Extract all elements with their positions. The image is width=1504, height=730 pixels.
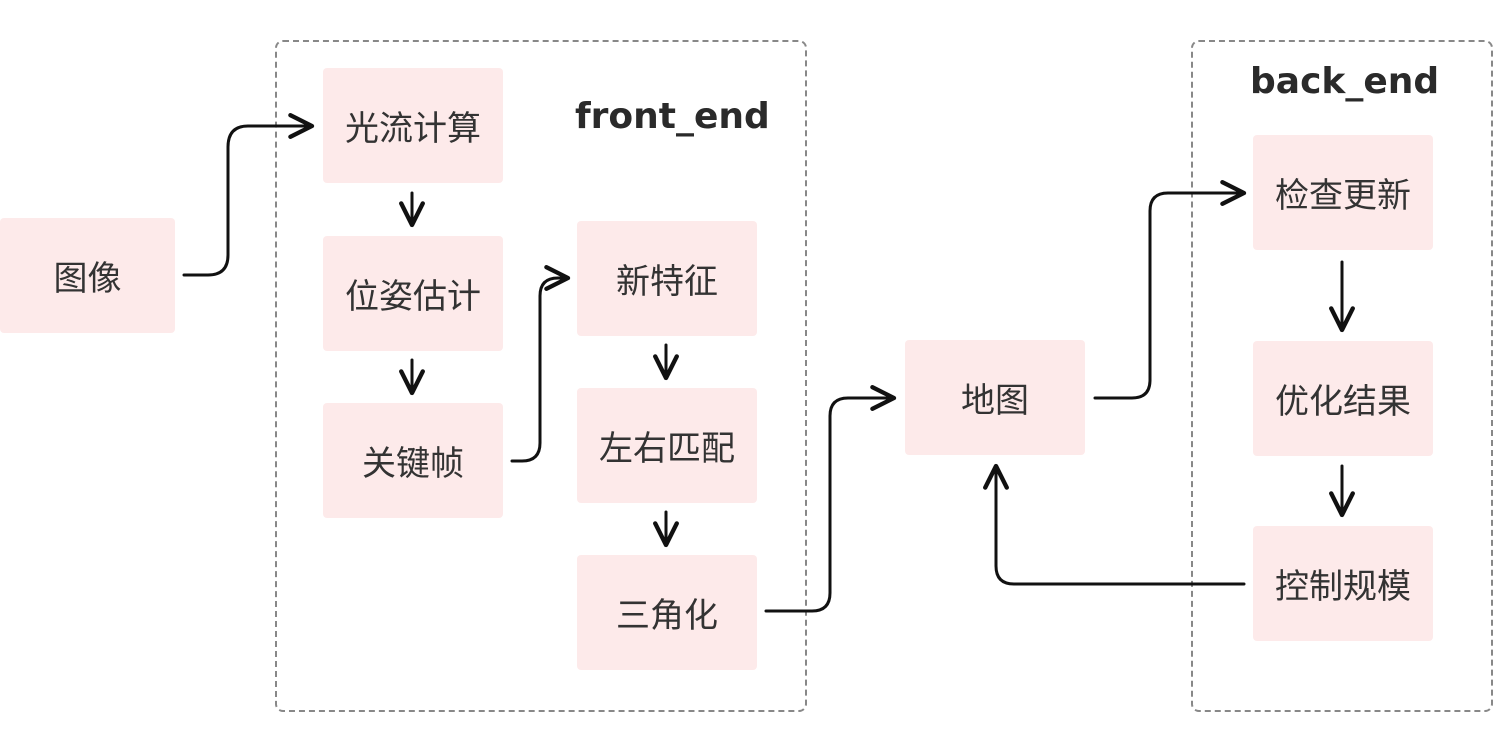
back-end-group <box>1191 40 1493 712</box>
node-triangulation: 三角化 <box>577 555 757 670</box>
node-keyframe: 关键帧 <box>323 403 503 518</box>
node-pose-estimation: 位姿估计 <box>323 236 503 351</box>
edge-map-to-check-update <box>1093 180 1247 400</box>
node-new-features: 新特征 <box>577 221 757 336</box>
front-end-group <box>275 40 807 712</box>
back-end-title: back_end <box>1250 61 1440 102</box>
node-stereo-matching: 左右匹配 <box>577 388 757 503</box>
edge-triangulation-to-map <box>764 385 897 613</box>
node-optical-flow: 光流计算 <box>323 68 503 183</box>
node-check-update: 检查更新 <box>1253 135 1433 250</box>
node-optimize-result: 优化结果 <box>1253 341 1433 456</box>
front-end-title: front_end <box>575 96 770 137</box>
node-control-scale: 控制规模 <box>1253 526 1433 641</box>
edge-control-to-map <box>983 463 1246 586</box>
node-image: 图像 <box>0 218 175 333</box>
node-map: 地图 <box>905 340 1085 455</box>
edge-image-to-optical-flow <box>182 113 315 277</box>
edge-keyframe-to-new-features <box>510 265 571 463</box>
